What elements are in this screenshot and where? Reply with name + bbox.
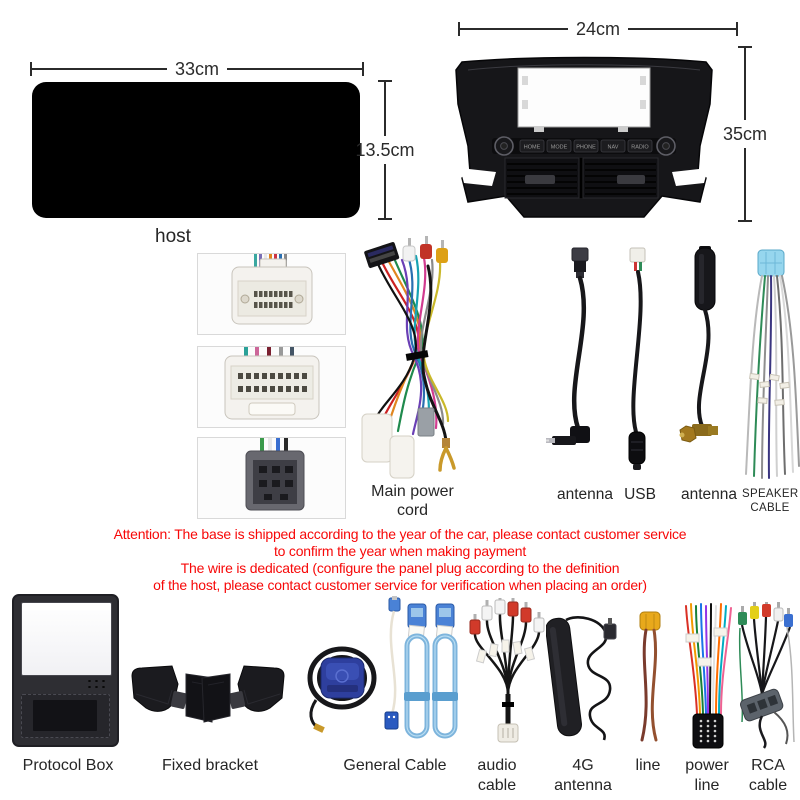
protocol-box-panel [21,694,110,738]
measure-line [744,148,746,220]
usb-cable-image [628,247,646,470]
antenna-left-label: antenna [556,486,614,503]
usb-label: USB [624,486,656,503]
power-line-image [685,603,732,749]
rca-plug-tips [738,602,793,627]
blue-usb-cable-2 [432,603,458,739]
attention-line-1: Attention: The base is shipped according… [113,526,687,542]
fascia-height-value: 35cm [722,124,767,144]
line-cable-image [639,611,661,742]
audio-cable-image [469,598,545,743]
attention-line-4: of the host, please contact customer ser… [153,577,647,593]
main-power-cord-label: Main power cord [371,483,454,519]
power-line-label: power line [685,757,729,794]
measure-line [384,82,386,136]
measure-line [744,48,746,120]
antenna-cable-left-image [546,247,590,445]
host-height-measure: 13.5cm [355,80,415,220]
general-cable-image [307,596,458,739]
host-width-value: 33cm [175,59,220,79]
blue-usb-cable-1 [404,603,430,739]
fascia-width-measure: 24cm [458,19,739,39]
harness-head-connector [364,242,400,269]
measure-tick [378,80,392,82]
gray-square-connector-image [245,438,305,511]
speaker-cable-image [745,249,800,479]
measure-tick [738,220,752,222]
measure-line [384,164,386,218]
measure-tick [378,218,392,220]
protocol-box-label: Protocol Box [22,757,114,774]
fascia-button-nav: NAV [608,145,619,151]
fascia-button-home: HOME [524,145,541,151]
harness-rca-plugs [402,236,448,263]
fixed-bracket-label: Fixed bracket [161,757,259,774]
fixed-bracket-image [131,665,285,723]
connector-photo-2 [197,346,346,428]
audio-rca-plugs [469,598,545,635]
fascia-button-mode: MODE [551,145,568,151]
line-label: line [635,757,661,774]
attention-line-3: The wire is dedicated (configure the pan… [180,560,620,576]
protocol-box-speaker-dots [86,678,108,692]
antenna-cable-right-image [679,246,718,443]
audio-cable-label: audio cable [477,757,517,794]
antenna-right-label: antenna [680,486,738,503]
white-wide-connector-image [224,347,320,420]
speaker-cable-label: SPEAKER CABLE [742,488,799,514]
main-power-cord-image [361,236,456,479]
host-screen-image [32,82,360,218]
measure-tick [30,62,32,76]
antenna-4g-label: 4G antenna [554,757,612,794]
measure-tick [458,22,460,36]
host-height-value: 13.5cm [355,140,415,160]
fascia-buttons: HOME MODE PHONE NAV RADIO [519,139,653,153]
fascia-air-vents [504,157,659,199]
measure-line [628,28,737,30]
host-label: host [155,226,191,247]
antenna-4g-image [546,616,617,741]
rca-cable-image [738,602,795,749]
measure-line [460,28,568,30]
fascia-width-value: 24cm [576,19,621,39]
attention-note: Attention: The base is shipped according… [0,526,800,594]
general-cable-label: General Cable [343,757,447,774]
measure-line [227,68,363,70]
measure-line [32,68,167,70]
rca-cable-label: RCA cable [748,757,788,794]
harness-fork-terminal [438,446,456,472]
white-24pin-connector-image [231,254,313,325]
measure-tick [736,22,739,36]
protocol-box-panel-inner [33,700,97,731]
measure-tick [738,46,752,48]
connector-photo-3 [197,437,346,519]
fascia-button-phone: PHONE [576,145,596,151]
fascia-button-radio: RADIO [631,145,649,151]
protocol-box-image [12,594,119,747]
protocol-box-window [21,602,112,676]
attention-line-2: to confirm the year when making payment [273,543,527,559]
measure-tick [362,62,365,76]
host-width-measure: 33cm [30,59,365,79]
fascia-panel-image: HOME MODE PHONE NAV RADIO [455,56,713,218]
fascia-height-measure: 35cm [721,46,769,222]
connector-photo-1 [197,253,346,335]
